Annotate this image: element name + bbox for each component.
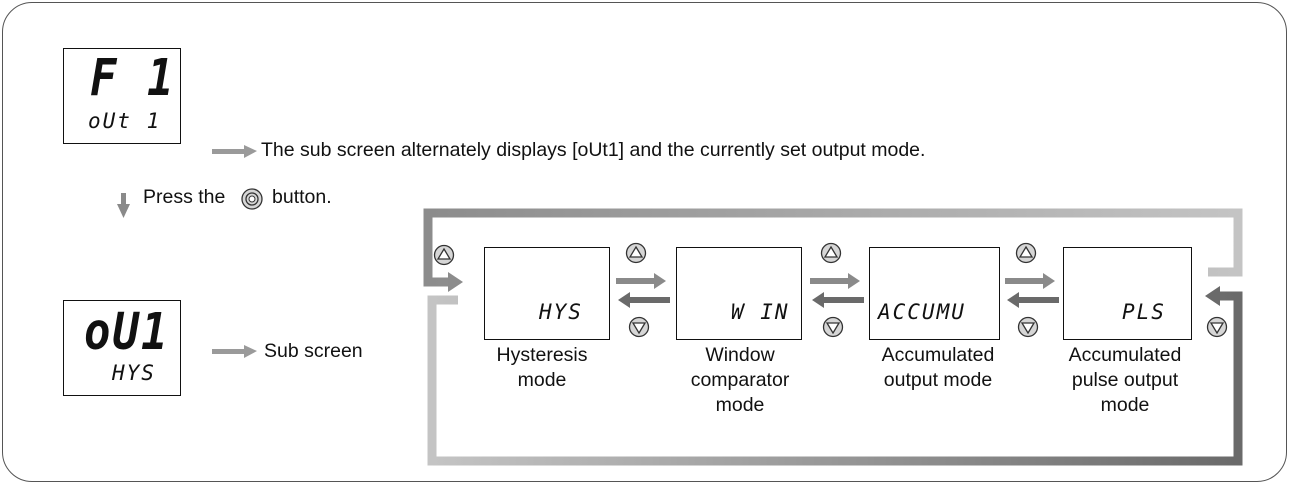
mode-label-pulse: Accumulated pulse output mode <box>1068 344 1182 416</box>
loop-top-line <box>423 208 1243 287</box>
arrow-right-3 <box>1005 278 1047 284</box>
display-left-sub: HYS <box>112 361 156 385</box>
up-button-icon <box>1015 242 1037 264</box>
display-top: F 1 oUt 1 <box>63 48 181 144</box>
up-button-icon <box>625 242 647 264</box>
press-text-after: button. <box>272 186 332 208</box>
down-button-icon <box>1017 316 1039 338</box>
note-arrow-top <box>212 149 248 154</box>
note-arrow-sub <box>212 349 248 354</box>
up-button-icon <box>433 244 455 266</box>
mode-display-text: HYS <box>539 300 583 324</box>
display-left: oU1 HYS <box>63 300 181 396</box>
press-text-before: Press the <box>143 186 226 208</box>
mode-display-window: W IN <box>676 247 802 340</box>
display-left-main: oU1 <box>84 303 170 362</box>
mode-display-accumulated: ACCUMU <box>869 247 1000 340</box>
up-button-icon <box>820 242 842 264</box>
mode-label-hysteresis: Hysteresis mode <box>496 344 588 391</box>
down-button-icon <box>822 316 844 338</box>
mode-display-text: W IN <box>731 300 790 324</box>
arrow-left-2 <box>822 297 864 303</box>
top-note-text: The sub screen alternately displays [oUt… <box>261 139 926 161</box>
mode-label-accumulated: Accumulated output mode <box>881 344 995 391</box>
arrow-right-1 <box>616 278 658 284</box>
loop-top-arrowhead <box>448 272 463 292</box>
arrow-right-2 <box>810 278 852 284</box>
mode-display-pulse: PLS <box>1063 247 1192 340</box>
loop-bottom-line <box>427 291 1243 466</box>
press-down-arrow <box>117 193 130 218</box>
down-button-icon <box>628 316 650 338</box>
arrow-left-3 <box>1017 297 1059 303</box>
loop-bottom-arrowhead <box>1205 286 1220 306</box>
arrow-left-1 <box>628 297 670 303</box>
mode-display-text: ACCUMU <box>878 300 966 324</box>
mode-label-window: Window comparator mode <box>690 344 790 416</box>
display-top-sub: oUt 1 <box>88 109 162 133</box>
mode-display-hysteresis: HYS <box>484 247 610 340</box>
down-button-icon <box>1206 316 1228 338</box>
mode-display-text: PLS <box>1122 300 1166 324</box>
select-button-icon <box>241 188 263 210</box>
sub-screen-label: Sub screen <box>264 340 363 362</box>
display-top-main: F 1 <box>90 49 176 108</box>
